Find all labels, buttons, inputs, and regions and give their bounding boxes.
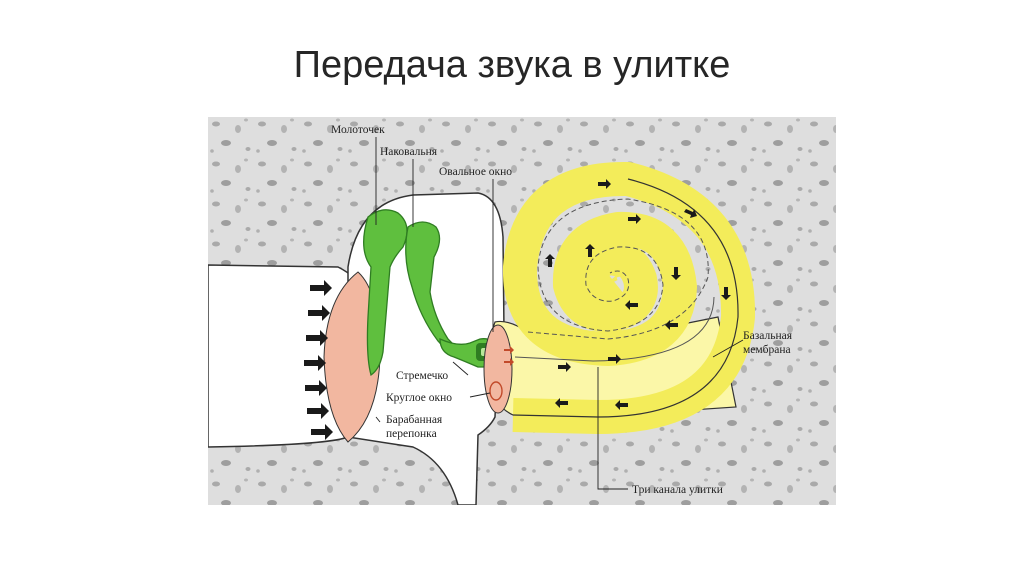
- label-oval-window: Овальное окно: [439, 166, 512, 178]
- label-malleus: Молоточек: [331, 124, 385, 136]
- sound-arrows: [304, 280, 333, 440]
- basilar-membrane-leader: [712, 339, 744, 358]
- label-cochlear-canals: Три канала улитки: [632, 484, 723, 496]
- ear-diagram: Молоточек Наковальня Овальное окно Базал…: [208, 117, 836, 505]
- label-eardrum-2: перепонка: [386, 428, 437, 440]
- label-eardrum-1: Барабанная: [386, 414, 443, 426]
- cochlear-canals-leader: [597, 367, 628, 490]
- slide-title: Передача звука в улитке: [293, 44, 731, 86]
- label-round-window: Круглое окно: [386, 392, 452, 404]
- oval-window-arrows: [504, 346, 514, 366]
- round-window-leader: [469, 392, 491, 398]
- cochlea-outline: [527, 198, 709, 340]
- round-window: [489, 381, 503, 401]
- label-incus: Наковальня: [380, 146, 438, 158]
- fluid-arrows: [545, 179, 731, 410]
- eardrum-leader: [375, 416, 381, 423]
- label-stapes: Стремечко: [396, 370, 448, 382]
- stapes-leader: [452, 361, 469, 376]
- label-basilar-membrane-2: мембрана: [743, 344, 791, 356]
- label-basilar-membrane-1: Базальная: [743, 330, 793, 342]
- malleus: [363, 209, 408, 377]
- incus: [405, 221, 455, 348]
